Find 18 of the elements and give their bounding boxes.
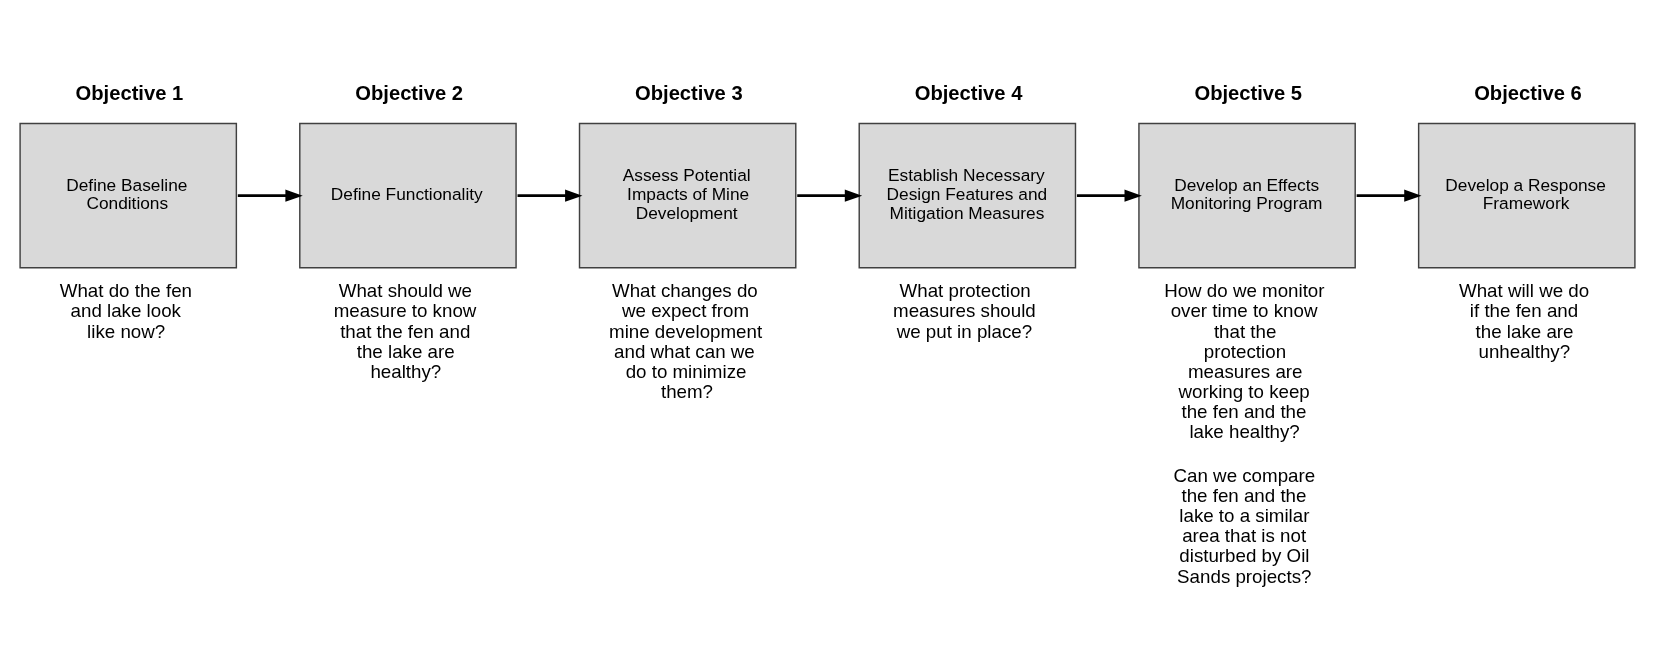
node-label: What changes do we expect from mine development and what can we do to minimize them? <box>609 279 763 402</box>
node-label: Objective 4 <box>914 81 1023 104</box>
node-label: Objective 6 <box>1474 81 1582 104</box>
arrow <box>1356 189 1422 202</box>
arrow <box>797 189 863 202</box>
node-label: What protection measures should we put in place? <box>893 279 1036 342</box>
node-label: Can we compare the fen and the lake to a similar area that is not disturbed by Oil Sands projects? <box>1173 464 1316 587</box>
node-label: What do the fen and lake look like now? <box>59 279 193 342</box>
node-label: Objective 2 <box>355 81 463 104</box>
arrow <box>237 189 303 202</box>
arrow <box>1076 189 1142 202</box>
node-label: Objective 3 <box>635 81 743 104</box>
node-label: Objective 5 <box>1194 81 1303 104</box>
node-label: What will we do if the fen and the lake are unhealthy? <box>1459 279 1590 362</box>
node-label: What should we measure to know that the fen and the lake are healthy? <box>333 279 477 382</box>
node-label: How do we monitor over time to know that the protection measures are working to keep the fen and the lake healthy? <box>1164 279 1325 442</box>
arrow <box>517 189 583 202</box>
node-label: Objective 1 <box>75 81 184 104</box>
